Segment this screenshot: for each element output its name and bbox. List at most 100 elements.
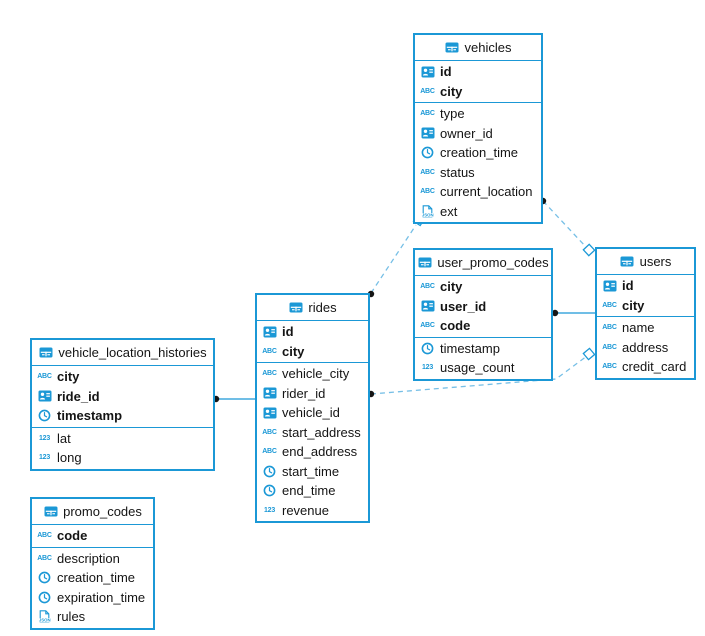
datetime-column-icon xyxy=(262,484,277,497)
column-row-id[interactable]: id xyxy=(597,276,694,296)
string-column-icon: ABC xyxy=(420,322,435,330)
column-name: user_id xyxy=(440,298,487,314)
column-name: ext xyxy=(440,203,458,219)
column-row-creation_time[interactable]: creation_time xyxy=(32,568,153,588)
table-icon xyxy=(417,257,432,268)
column-row-id[interactable]: id xyxy=(257,322,368,342)
relationship-user_promo_codes-users[interactable] xyxy=(551,309,596,317)
column-row-timestamp[interactable]: timestamp xyxy=(32,406,213,426)
column-row-start_time[interactable]: start_time xyxy=(257,462,368,482)
column-name: usage_count xyxy=(440,360,515,376)
column-name: city xyxy=(440,83,463,99)
column-row-ride_id[interactable]: ride_id xyxy=(32,387,213,407)
table-header[interactable]: rides xyxy=(257,295,368,321)
table-header[interactable]: users xyxy=(597,249,694,275)
table-header[interactable]: user_promo_codes xyxy=(415,250,551,276)
id-column-icon xyxy=(420,66,435,78)
numeric-column-icon: 123 xyxy=(38,434,51,442)
column-name: owner_id xyxy=(440,125,493,141)
column-row-user_id[interactable]: user_id xyxy=(415,297,551,317)
id-column-icon xyxy=(420,127,435,139)
table-title: user_promo_codes xyxy=(437,255,549,270)
column-name: credit_card xyxy=(622,359,687,375)
column-row-address[interactable]: ABC address xyxy=(597,338,694,358)
table-title: promo_codes xyxy=(63,504,142,519)
column-name: city xyxy=(57,369,80,385)
column-name: timestamp xyxy=(440,340,500,356)
column-name: name xyxy=(622,320,655,336)
column-name: id xyxy=(440,64,452,80)
columns-section: timestamp 123 usage_count xyxy=(415,338,551,379)
table-header[interactable]: vehicle_location_histories xyxy=(32,340,213,366)
column-row-vehicle_id[interactable]: vehicle_id xyxy=(257,403,368,423)
id-column-icon xyxy=(420,300,435,312)
id-column-icon xyxy=(602,280,617,292)
string-column-icon: ABC xyxy=(37,532,52,540)
table-header[interactable]: vehicles xyxy=(415,35,541,61)
relationship-vehicles-users[interactable] xyxy=(539,197,596,257)
column-name: city xyxy=(282,343,305,359)
column-row-name[interactable]: ABC name xyxy=(597,318,694,338)
column-row-description[interactable]: ABC description xyxy=(32,549,153,569)
column-name: address xyxy=(622,339,669,355)
column-row-usage_count[interactable]: 123 usage_count xyxy=(415,358,551,378)
relationship-vehicle_location_histories-rides[interactable] xyxy=(212,395,256,403)
string-column-icon: ABC xyxy=(420,87,435,95)
column-row-city[interactable]: ABC city xyxy=(415,82,541,102)
column-name: status xyxy=(440,164,475,180)
string-column-icon: ABC xyxy=(37,554,52,562)
table-icon xyxy=(620,256,635,267)
column-row-creation_time[interactable]: creation_time xyxy=(415,143,541,163)
column-name: ride_id xyxy=(57,388,100,404)
column-name: city xyxy=(622,297,645,313)
json-column-icon: JSON xyxy=(37,610,52,623)
column-name: id xyxy=(622,278,634,294)
table-icon xyxy=(288,302,303,313)
column-row-id[interactable]: id xyxy=(415,62,541,82)
column-name: rider_id xyxy=(282,385,326,401)
column-row-expiration_time[interactable]: expiration_time xyxy=(32,588,153,608)
column-row-end_time[interactable]: end_time xyxy=(257,481,368,501)
table-header[interactable]: promo_codes xyxy=(32,499,153,525)
string-column-icon: ABC xyxy=(602,324,617,332)
column-row-timestamp[interactable]: timestamp xyxy=(415,339,551,359)
column-name: description xyxy=(57,550,120,566)
column-name: end_address xyxy=(282,444,358,460)
column-row-rider_id[interactable]: rider_id xyxy=(257,384,368,404)
column-name: id xyxy=(282,324,294,340)
column-name: vehicle_id xyxy=(282,405,340,421)
string-column-icon: ABC xyxy=(602,343,617,351)
string-column-icon: ABC xyxy=(420,110,435,118)
column-row-owner_id[interactable]: owner_id xyxy=(415,124,541,144)
numeric-column-icon: 123 xyxy=(421,364,434,372)
